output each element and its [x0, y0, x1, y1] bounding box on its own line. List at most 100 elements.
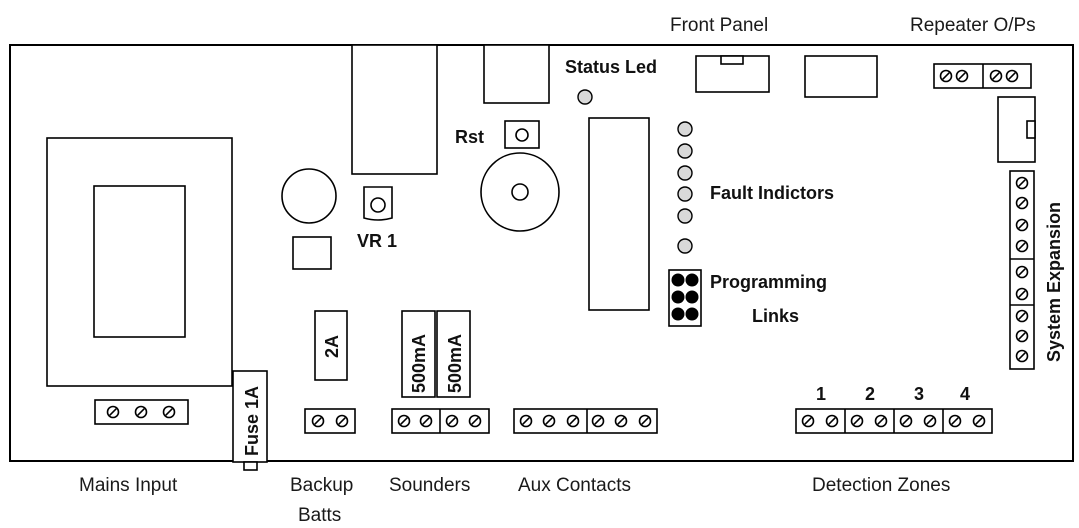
mains-fuse-rating: Fuse 1A [242, 386, 262, 456]
link-pin [685, 290, 699, 304]
fault-led [677, 238, 693, 254]
vr1-potentiometer [363, 186, 393, 221]
sounder-fuse-2-rating: 500mA [445, 334, 465, 393]
link-pin [685, 307, 699, 321]
vr1-label: VR 1 [357, 231, 397, 251]
terminal-screw [445, 414, 459, 428]
link-pin [671, 290, 685, 304]
expansion-header-connector [997, 96, 1036, 163]
sounders-screws [397, 414, 482, 428]
sounder-fuse-2: 500mA [436, 310, 471, 398]
detection-zones-terminal [795, 408, 993, 434]
sounders-label: Sounders [389, 475, 470, 496]
zone-screws [801, 414, 986, 428]
fault-led [677, 208, 693, 224]
terminal-screw [1015, 349, 1029, 363]
terminal-screw [1015, 218, 1029, 232]
backup-label: Backup [290, 475, 353, 496]
top-connector [483, 44, 550, 104]
link-pin [671, 307, 685, 321]
terminal-screw [850, 414, 864, 428]
terminal-screw [989, 69, 1003, 83]
terminal-screw [106, 405, 120, 419]
transformer [46, 137, 233, 387]
terminal-screw [566, 414, 580, 428]
terminal-screw [1015, 239, 1029, 253]
zone-number-4: 4 [960, 384, 970, 404]
capacitor [281, 168, 337, 224]
mains-screws [106, 405, 176, 419]
batts-label: Batts [298, 505, 341, 526]
backup-fuse-rating: 2A [322, 335, 342, 358]
terminal-screw [972, 414, 986, 428]
auxiliary-connector-block [804, 55, 878, 98]
sounder-fuse-1-rating: 500mA [409, 334, 429, 393]
zone-number-3: 3 [914, 384, 924, 404]
terminal-screw [419, 414, 433, 428]
terminal-screw [1015, 287, 1029, 301]
terminal-screw [397, 414, 411, 428]
terminal-screw [1015, 265, 1029, 279]
terminal-screw [1005, 69, 1019, 83]
links-label: Links [752, 306, 799, 326]
front-panel-connector [695, 55, 770, 93]
terminal-screw [519, 414, 533, 428]
terminal-screw [638, 414, 652, 428]
batts-screws [311, 414, 349, 428]
terminal-screw [1015, 176, 1029, 190]
buzzer [480, 152, 560, 232]
aux-contacts-label: Aux Contacts [518, 475, 631, 496]
relay-component [351, 44, 438, 175]
zone-number-1: 1 [816, 384, 826, 404]
fault-indicators-label: Fault Indictors [710, 183, 834, 203]
rst-label: Rst [455, 127, 484, 147]
mains-input-label: Mains Input [79, 475, 178, 496]
backup-fuse: 2A [314, 310, 348, 381]
microcontroller-chip [588, 117, 650, 311]
link-pin [671, 273, 685, 287]
repeater-screws [939, 69, 1019, 83]
terminal-screw [825, 414, 839, 428]
fault-led [677, 121, 693, 137]
sounder-fuse-1: 500mA [401, 310, 436, 398]
repeater-ops-label: Repeater O/Ps [910, 15, 1036, 36]
terminal-screw [311, 414, 325, 428]
terminal-screw [468, 414, 482, 428]
system-expansion-label: System Expansion [1044, 202, 1064, 362]
terminal-screw [948, 414, 962, 428]
terminal-screw [335, 414, 349, 428]
terminal-screw [162, 405, 176, 419]
aux-screws [519, 414, 652, 428]
fault-led [677, 186, 693, 202]
front-panel-label: Front Panel [670, 15, 768, 36]
terminal-screw [939, 69, 953, 83]
terminal-screw [955, 69, 969, 83]
terminal-screw [874, 414, 888, 428]
regulator-block [292, 236, 332, 270]
reset-button [504, 120, 540, 149]
terminal-screw [591, 414, 605, 428]
status-led [577, 89, 593, 105]
programming-label: Programming [710, 272, 827, 292]
terminal-screw [899, 414, 913, 428]
detection-zones-label: Detection Zones [812, 475, 950, 496]
fault-indicator-leds [677, 121, 693, 254]
programming-links-header [668, 269, 702, 327]
terminal-screw [134, 405, 148, 419]
expansion-screws [1015, 176, 1029, 363]
link-pin [685, 273, 699, 287]
sounders-terminal [391, 408, 490, 434]
fault-led [677, 165, 693, 181]
terminal-screw [1015, 329, 1029, 343]
status-led-label: Status Led [565, 57, 657, 77]
terminal-screw [542, 414, 556, 428]
terminal-screw [1015, 309, 1029, 323]
aux-contacts-terminal [513, 408, 658, 434]
terminal-screw [801, 414, 815, 428]
terminal-screw [923, 414, 937, 428]
mains-fuse: Fuse 1A [232, 370, 268, 471]
zone-number-2: 2 [865, 384, 875, 404]
terminal-screw [614, 414, 628, 428]
fault-led [677, 143, 693, 159]
